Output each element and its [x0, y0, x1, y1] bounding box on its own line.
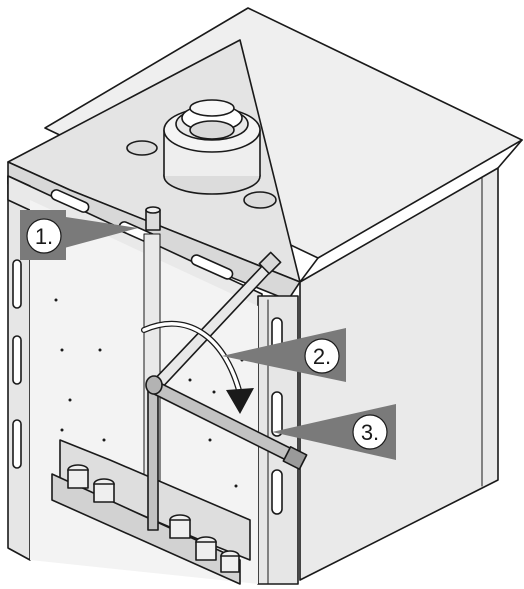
callout-1-label: 1. — [35, 224, 53, 249]
pipe-before-rotation — [149, 251, 282, 393]
pipe-icon — [145, 375, 308, 471]
right-side-wall — [299, 167, 499, 581]
callout-2-label: 2. — [313, 344, 331, 369]
flue-pipe — [163, 99, 261, 195]
top-port-right — [243, 191, 277, 209]
callout-2: 2. — [222, 328, 346, 382]
vertical-pipe — [147, 389, 159, 531]
callout-3-label: 3. — [361, 420, 379, 445]
top-rail-fitting — [145, 206, 161, 231]
callout-1: 1. — [20, 210, 138, 260]
callout-3: 3. — [272, 404, 396, 460]
bottom-manifold — [51, 439, 251, 585]
top-port-left — [126, 140, 158, 156]
curved-arrow-icon — [141, 320, 254, 414]
